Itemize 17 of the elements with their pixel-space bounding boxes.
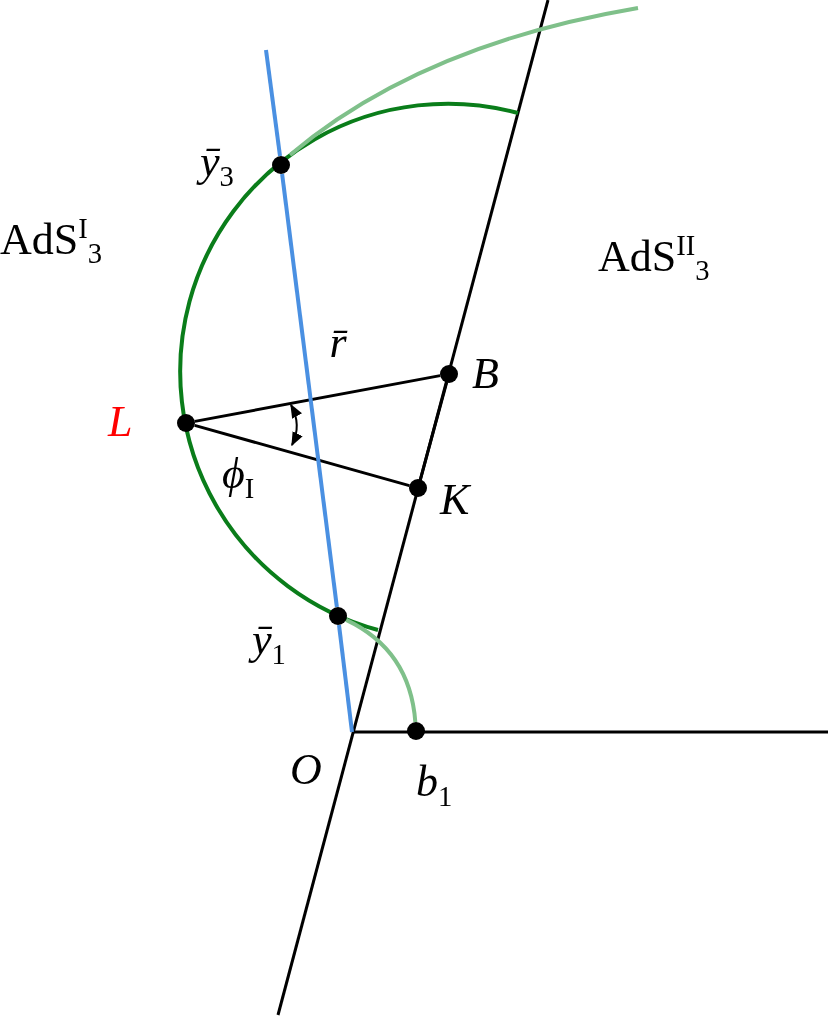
line-segment	[194, 374, 441, 423]
point-dot	[177, 414, 195, 432]
point-label: L	[108, 400, 133, 444]
line-segment	[280, 173, 339, 608]
point-dot	[409, 479, 427, 497]
point-dot	[440, 365, 458, 383]
point-label: B	[472, 352, 499, 396]
point-label: K	[440, 478, 470, 522]
line-segment	[194, 424, 410, 487]
point-label: b$_{1}$	[416, 760, 453, 812]
curve-arc	[345, 618, 418, 723]
point-dot	[407, 722, 425, 740]
angle-label: ϕ$_{I}$	[222, 452, 255, 504]
origin-label: O	[290, 748, 322, 792]
point-dot	[329, 607, 347, 625]
line-segment	[418, 382, 449, 480]
point-dot	[272, 156, 290, 174]
